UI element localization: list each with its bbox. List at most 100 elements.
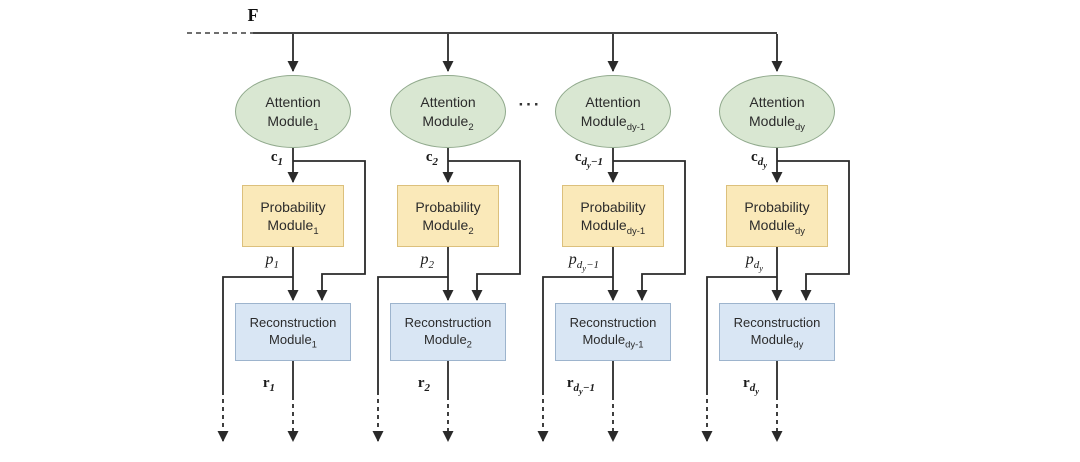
attention-module-1-line1: Attention [265, 94, 321, 111]
p-label-1: p1 [265, 251, 280, 272]
reconstruction-module-4-line1: Reconstruction [733, 315, 821, 331]
math-subsub: y [759, 263, 763, 274]
reconstruction-module-2-line1: Reconstruction [404, 315, 492, 331]
probability-module-3-sub: dy-1 [626, 225, 646, 237]
math-base: r [566, 375, 574, 391]
p-label-3: pdy−1 [568, 251, 599, 273]
bypass-c-to-reconstruction-2 [448, 160, 521, 301]
attention-module-4: Attention Moduledy [719, 75, 835, 148]
math-after: −1 [582, 382, 595, 394]
math-base: p [568, 251, 577, 268]
reconstruction-module-1-line2: Module1 [269, 332, 317, 351]
math-base: c [270, 149, 278, 165]
attention-module-3-sub: dy-1 [626, 121, 646, 133]
math-base: c [425, 149, 433, 165]
r-label-3: rdy−1 [566, 375, 595, 395]
math-base: r [417, 375, 425, 391]
math-subsub: y [587, 160, 591, 171]
reconstruction-module-1: Reconstruction Module1 [235, 303, 351, 361]
r-label-4: rdy [743, 375, 759, 395]
math-base: r [743, 375, 750, 391]
c-label-2: c2 [425, 149, 439, 168]
probability-module-4-line2: Moduledy [749, 217, 805, 237]
math-sub: d [581, 156, 588, 168]
attention-module-3-line2: Moduledy-1 [580, 112, 646, 133]
c-label-4: cdy [751, 149, 767, 169]
reconstruction-module-1-sub: 1 [311, 339, 317, 351]
reconstruction-module-3-line1: Reconstruction [569, 315, 657, 331]
probability-module-2: Probability Module2 [397, 185, 499, 247]
bypass-c-to-reconstruction-1 [293, 160, 366, 301]
input-feature-label: F [247, 5, 259, 25]
math-base: r [262, 375, 270, 391]
r-label-2: r2 [417, 375, 431, 394]
math-subsub: y [582, 263, 587, 274]
c-label-1: c1 [270, 149, 284, 168]
probability-module-4-sub: dy [794, 225, 805, 237]
column-2-connectors [372, 34, 521, 442]
math-base: p [265, 251, 274, 268]
column-4-connectors [701, 34, 850, 442]
attention-module-2: Attention Module2 [390, 75, 506, 148]
branch-p-output-2 [377, 276, 448, 391]
probability-module-1-sub: 1 [313, 225, 319, 237]
branch-p-output-3 [542, 276, 613, 391]
reconstruction-module-3-sub: dy-1 [625, 339, 644, 351]
math-sub: d [753, 259, 760, 272]
math-sub: d [576, 259, 583, 272]
math-sub: 2 [424, 382, 431, 394]
r-label-1: r1 [262, 375, 276, 394]
bypass-c-to-reconstruction-3 [613, 160, 686, 301]
math-sub: d [573, 382, 580, 394]
reconstruction-module-3-line2: Moduledy-1 [582, 332, 644, 351]
attention-module-3: Attention Moduledy-1 [555, 75, 671, 148]
probability-module-1: Probability Module1 [242, 185, 344, 247]
reconstruction-module-4-line2: Moduledy [750, 332, 804, 351]
reconstruction-module-2: Reconstruction Module2 [390, 303, 506, 361]
reconstruction-module-2-line2: Module2 [424, 332, 472, 351]
math-sub: 1 [273, 259, 280, 272]
probability-module-3: Probability Moduledy-1 [562, 185, 664, 247]
column-ellipsis: ··· [518, 95, 542, 114]
math-subsub: y [579, 386, 583, 397]
probability-module-1-line2: Module1 [267, 217, 319, 237]
probability-module-2-line2: Module2 [422, 217, 474, 237]
attention-module-4-sub: dy [794, 121, 805, 133]
c-label-3: cdy−1 [574, 149, 603, 169]
reconstruction-module-1-line1: Reconstruction [249, 315, 337, 331]
probability-module-3-line2: Moduledy-1 [580, 217, 646, 237]
probability-module-4-line1: Probability [744, 198, 810, 215]
probability-module-2-line1: Probability [415, 198, 481, 215]
column-3-connectors [537, 34, 686, 442]
math-after: −1 [586, 259, 599, 272]
math-sub: d [749, 382, 756, 394]
attention-module-4-line2: Moduledy [749, 112, 805, 133]
math-base: c [574, 149, 582, 165]
probability-module-4: Probability Moduledy [726, 185, 828, 247]
attention-module-2-sub: 2 [468, 121, 474, 133]
column-1-connectors [217, 34, 366, 442]
math-base: p [745, 251, 754, 268]
attention-module-4-line1: Attention [749, 94, 805, 111]
math-sub: 2 [432, 156, 439, 168]
reconstruction-module-2-sub: 2 [466, 339, 472, 351]
reconstruction-module-4-sub: dy [793, 339, 804, 351]
math-sub: 1 [277, 156, 284, 168]
branch-p-output-1 [222, 276, 293, 391]
probability-module-3-line1: Probability [580, 198, 646, 215]
math-subsub: y [763, 160, 767, 171]
probability-module-1-line1: Probability [260, 198, 326, 215]
math-sub: 1 [269, 382, 276, 394]
branch-p-output-4 [706, 276, 777, 391]
bypass-c-to-reconstruction-4 [777, 160, 850, 301]
attention-module-2-line2: Module2 [422, 112, 474, 133]
attention-module-1: Attention Module1 [235, 75, 351, 148]
attention-module-1-line2: Module1 [267, 112, 319, 133]
p-label-4: pdy [745, 251, 763, 273]
math-sub: d [757, 156, 764, 168]
math-base: c [751, 149, 758, 165]
math-sub: 2 [428, 259, 435, 272]
reconstruction-module-4: Reconstruction Moduledy [719, 303, 835, 361]
